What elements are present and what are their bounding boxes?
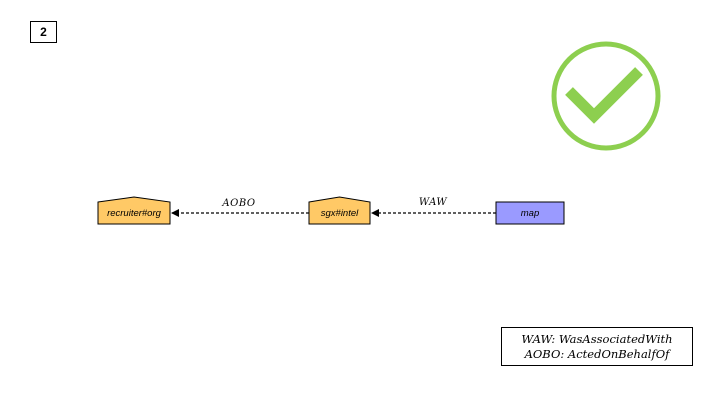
edge-aobo: AOBO: [171, 198, 309, 217]
edge-label-waw: WAW: [419, 197, 448, 208]
node-label-map: map: [521, 208, 539, 219]
slide-number: 2: [30, 21, 57, 43]
legend-line-waw: WAW: WasAssociatedWith: [521, 331, 673, 346]
edge-waw: WAW: [371, 197, 496, 217]
agent-node-recruiter: recruiter#org: [97, 196, 171, 225]
edge-label-aobo: AOBO: [221, 198, 255, 209]
agent-node-sgx: sgx#intel: [308, 196, 371, 225]
legend-line-aobo: AOBO: ActedOnBehalfOf: [524, 346, 670, 361]
node-label-recruiter: recruiter#org: [107, 208, 162, 219]
node-label-sgx: sgx#intel: [321, 208, 359, 219]
checkmark-circle-icon: [551, 41, 661, 151]
legend-box: WAW: WasAssociatedWith AOBO: ActedOnBeha…: [501, 327, 693, 366]
activity-node-map: map: [495, 201, 565, 225]
